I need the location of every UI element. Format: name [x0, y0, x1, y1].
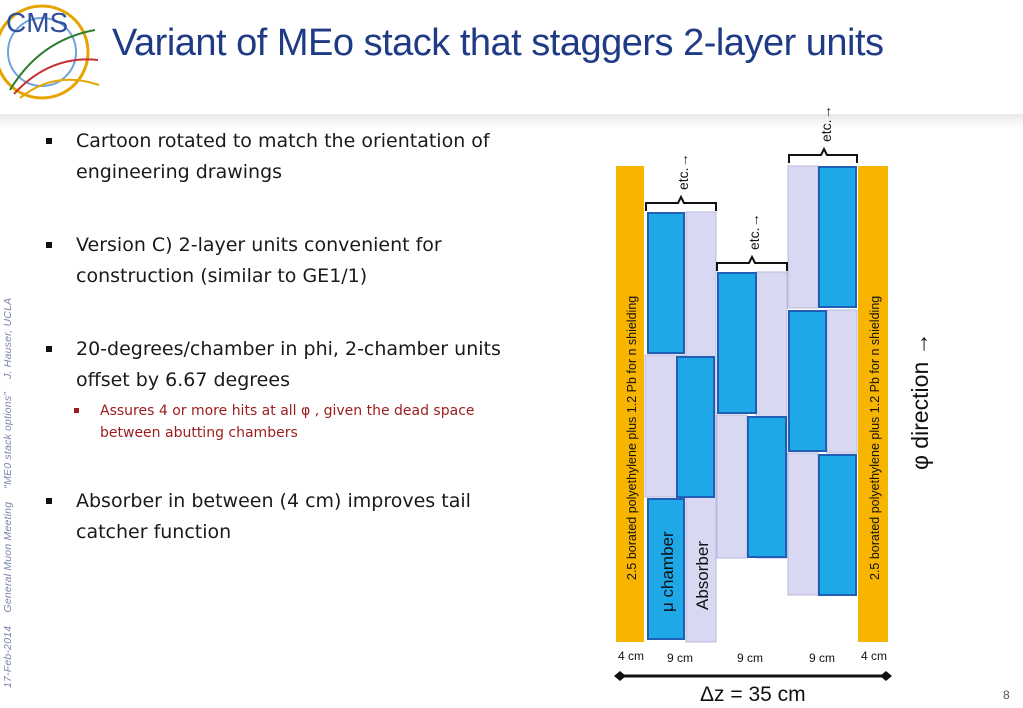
etc-label: etc.→ — [675, 153, 691, 190]
etc-label: etc.→ — [746, 213, 762, 250]
absorber — [787, 452, 819, 596]
bullet-item: 20-degrees/chamber in phi, 2-chamber uni… — [44, 334, 514, 396]
width-label: 9 cm — [809, 651, 835, 665]
mu-chamber — [647, 212, 685, 354]
width-label: 4 cm — [861, 649, 887, 663]
cms-logo: CMS — [0, 0, 100, 100]
right-shield — [858, 166, 888, 642]
mu-chamber — [647, 498, 685, 640]
mu-chamber — [747, 416, 787, 558]
right-shield-label: 2.5 borated polyethylene plus 1.2 Pb for… — [868, 296, 882, 580]
phi-direction-label: φ direction → — [907, 332, 933, 470]
left-shield-label: 2.5 borated polyethylene plus 1.2 Pb for… — [625, 296, 639, 580]
bracket — [645, 194, 717, 211]
mu-chamber — [676, 356, 715, 498]
bullet-item: Cartoon rotated to match the orientation… — [44, 126, 514, 188]
bracket — [716, 254, 788, 271]
mu-chamber — [818, 454, 857, 596]
bullet-list: Cartoon rotated to match the orientation… — [44, 126, 514, 590]
bracket — [788, 146, 858, 163]
width-label: 9 cm — [667, 651, 693, 665]
absorber — [826, 309, 858, 454]
page-number: 8 — [1003, 688, 1010, 702]
mu-chamber — [717, 272, 757, 414]
logo-text: CMS — [6, 7, 68, 38]
width-label: 4 cm — [618, 649, 644, 663]
arrow-end-right — [880, 671, 892, 681]
sub-bullet-item: Assures 4 or more hits at all φ , given … — [44, 400, 514, 444]
mu-chamber — [788, 310, 827, 452]
bullet-item: Version C) 2-layer units convenient for … — [44, 230, 514, 292]
absorber — [787, 165, 819, 309]
absorber-label: Absorber — [693, 541, 712, 610]
title-divider — [0, 114, 1023, 128]
total-thickness-label: Δz = 35 cm — [700, 683, 806, 706]
mu-chamber — [818, 166, 857, 308]
absorber — [716, 414, 748, 559]
bullet-item: Absorber in between (4 cm) improves tail… — [44, 486, 514, 548]
arrow-end-left — [614, 671, 626, 681]
left-shield — [616, 166, 644, 642]
width-label: 9 cm — [737, 651, 763, 665]
etc-label: etc.→ — [818, 105, 834, 142]
page-title: Variant of MEo stack that staggers 2-lay… — [112, 22, 884, 64]
chamber-label: μ chamber — [658, 531, 677, 612]
